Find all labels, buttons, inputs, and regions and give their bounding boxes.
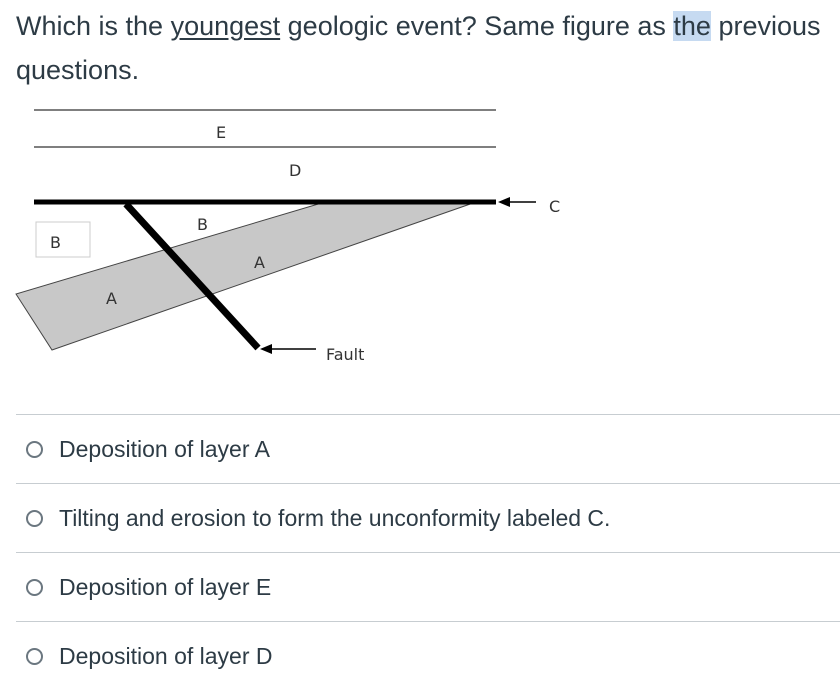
question-text: Which is the youngest geologic event? Sa… [16,4,836,92]
radio-button[interactable] [26,509,43,527]
question-highlighted-word: the [673,11,711,41]
answer-option-4[interactable]: Deposition of layer D [16,621,840,690]
layer-b-left-box [35,221,91,258]
answer-option-1[interactable]: Deposition of layer A [16,414,840,483]
answer-label: Tilting and erosion to form the unconfor… [59,504,611,531]
label-a-right: A [254,253,265,272]
label-e: E [216,123,226,142]
label-fault: Fault [326,345,364,364]
cross-section-diagram: E D C B B A A Fault [15,109,560,364]
fault-arrow-head [260,344,272,354]
label-d: D [289,161,301,180]
answer-label: Deposition of layer A [59,435,270,462]
answer-option-2[interactable]: Tilting and erosion to form the unconfor… [16,483,840,552]
label-a-left: A [106,289,117,308]
answer-label: Deposition of layer E [59,573,272,600]
label-b-right: B [197,215,208,234]
question-underlined-word: youngest [170,11,281,41]
question-part2: geologic event? Same figure as [280,11,674,41]
c-arrow-head [498,197,510,207]
fault-line [123,201,261,351]
radio-button[interactable] [26,440,43,458]
geology-figure: E D C B B A A Fault [0,90,600,390]
answer-label: Deposition of layer D [59,642,273,669]
radio-button[interactable] [26,578,43,596]
label-c: C [549,197,560,216]
label-b-left: B [50,233,61,252]
question-part3: previous questions. [16,11,821,85]
answer-list: Deposition of layer A Tilting and erosio… [16,414,840,690]
radio-button[interactable] [26,647,43,665]
question-part1: Which is the [16,11,171,41]
answer-option-3[interactable]: Deposition of layer E [16,552,840,621]
